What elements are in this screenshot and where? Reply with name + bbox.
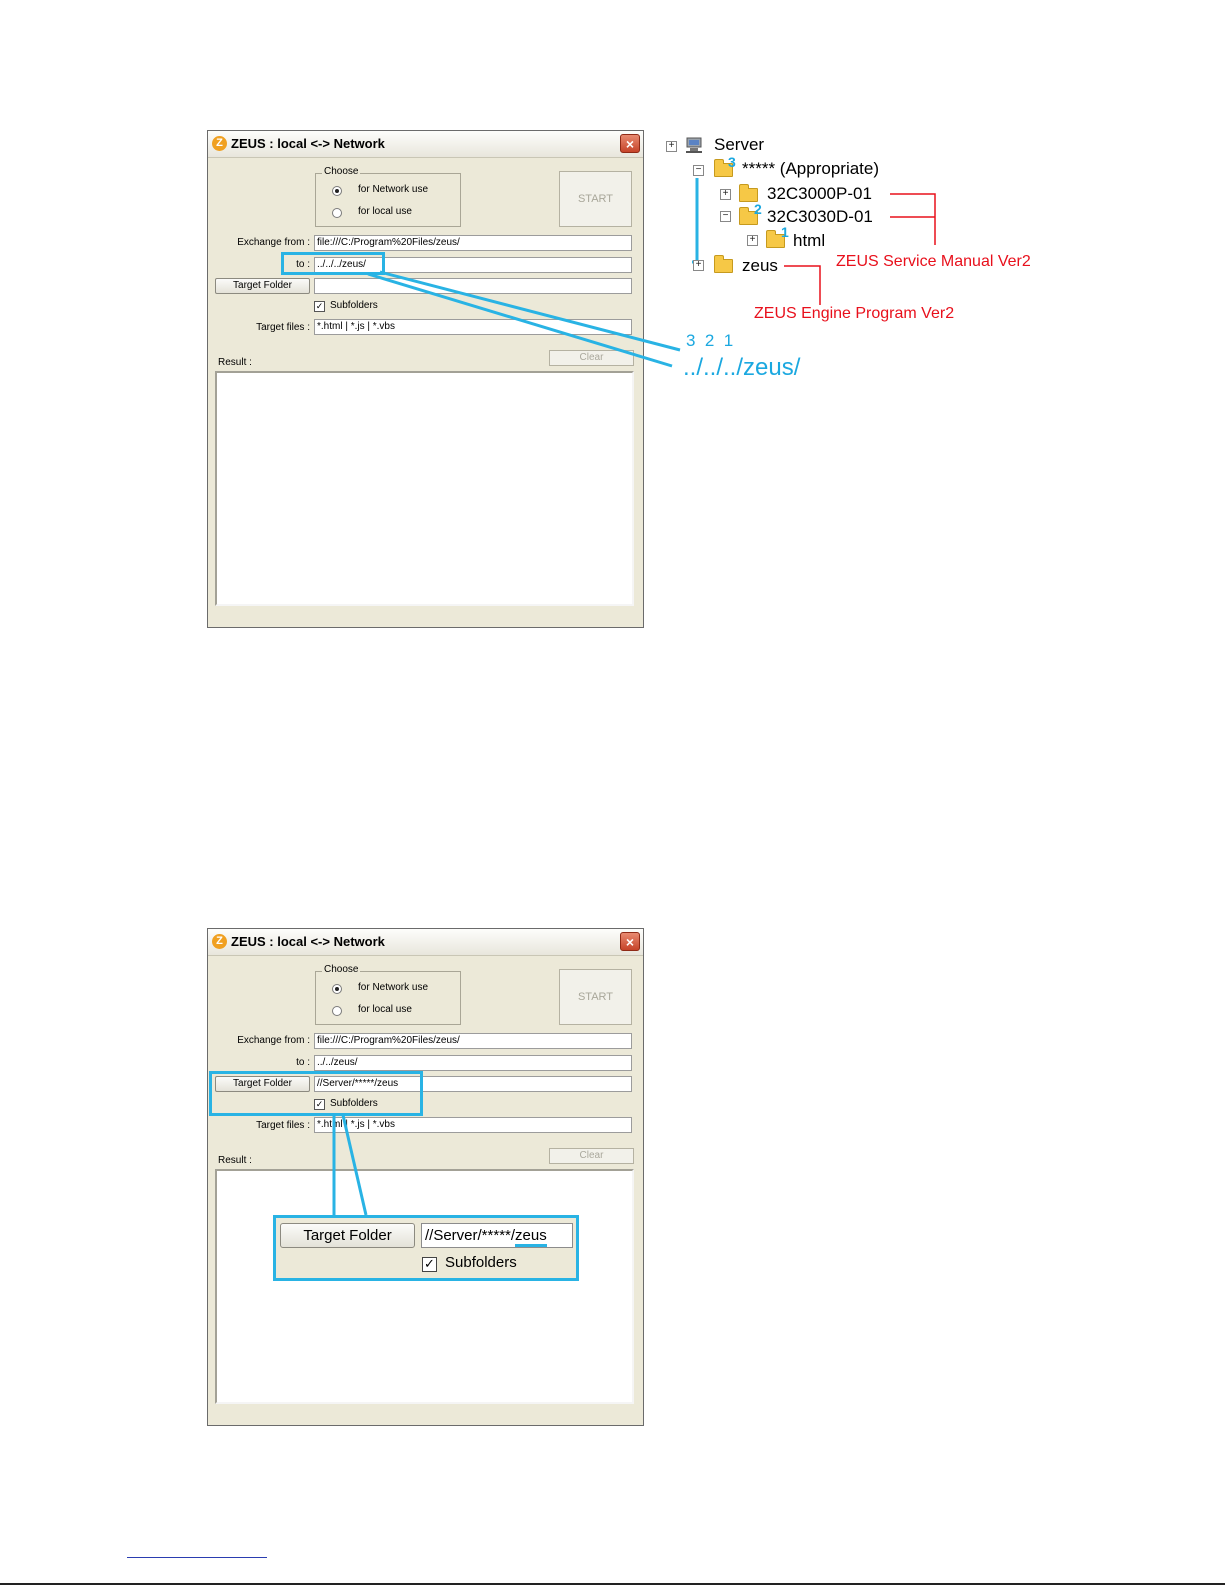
close-button[interactable]: × [620,134,640,153]
zoom-target-folder-input[interactable]: //Server/*****/zeus [421,1223,573,1248]
expand-32c3000p-icon[interactable]: + [720,189,731,200]
target-files-label: Target files : [256,1120,310,1131]
callout-line-right [341,1114,368,1216]
to-input[interactable]: ../../../zeus/ [314,257,632,273]
expand-zeus-icon[interactable]: + [693,260,704,271]
target-files-input[interactable]: *.html | *.js | *.vbs [314,1117,632,1133]
start-button[interactable]: START [559,171,632,227]
service-manual-annotation: ZEUS Service Manual Ver2 [836,253,1031,270]
exchange-from-label: Exchange from : [237,237,310,248]
to-input[interactable]: ../../zeus/ [314,1055,632,1071]
target-folder-highlight [209,1071,423,1116]
folder-tree: + Server − 3 ***** (Appropriate) + 32C30… [662,134,1082,394]
callout-line-lower [367,272,673,368]
exchange-from-label: Exchange from : [237,1035,310,1046]
folder-open-icon [739,207,758,225]
folder-icon [714,255,733,273]
folder-icon [739,184,758,202]
callout-lines-2 [332,1114,368,1216]
local-use-radio[interactable] [332,208,342,218]
tree-32c3000p-01[interactable]: 32C3000P-01 [767,184,872,203]
target-folder-button[interactable]: Target Folder [215,278,310,294]
choose-group: Choose for Network use for local use [315,964,461,1025]
target-folder-button[interactable]: Target Folder [215,1076,310,1092]
clear-button[interactable]: Clear [549,1148,634,1164]
server-icon [684,136,706,153]
level-number-2: 2 [754,201,762,217]
choose-label: Choose [322,964,361,975]
tree-appropriate[interactable]: ***** (Appropriate) [742,159,880,178]
window-title: ZEUS : local <-> Network [231,136,385,151]
subfolders-checkbox[interactable]: ✓ [314,1099,325,1110]
tree-server[interactable]: Server [714,135,765,154]
subfolders-label: Subfolders [330,300,378,311]
engine-program-annotation: ZEUS Engine Program Ver2 [754,305,955,322]
result-label: Result : [218,1155,252,1166]
to-label: to : [296,259,310,270]
callout-lines-1 [367,178,936,368]
start-button[interactable]: START [559,969,632,1025]
exchange-from-input[interactable]: file:///C:/Program%20Files/zeus/ [314,1033,632,1049]
level-numbers-annotation: 3 2 1 [686,331,734,350]
page-bottom-rule [0,1583,1225,1585]
subfolders-label: Subfolders [330,1098,378,1109]
zeus-app-icon: Z [212,934,227,949]
network-use-radio[interactable] [332,984,342,994]
to-field-highlight [281,252,385,275]
footnote-rule [127,1557,267,1558]
choose-group: Choose for Network use for local use [315,166,461,227]
folder-open-icon [766,230,785,248]
zoom-path-prefix: //Server/*****/ [425,1227,516,1244]
title-bar[interactable]: Z ZEUS : local <-> Network × [208,131,643,158]
level-number-1: 1 [781,224,789,240]
zoom-path-zeus: zeus [515,1227,547,1247]
target-files-label: Target files : [256,322,310,333]
callout-line-upper [379,270,681,352]
folder-open-icon [714,159,733,177]
manual-bracket [890,193,936,245]
result-textarea[interactable] [215,1169,634,1404]
window-title: ZEUS : local <-> Network [231,934,385,949]
zoom-subfolders-checkbox[interactable]: ✓ [422,1257,437,1272]
exchange-from-input[interactable]: file:///C:/Program%20Files/zeus/ [314,235,632,251]
to-label: to : [296,1057,310,1068]
zoom-detail-box: Target Folder //Server/*****/zeus ✓ Subf… [273,1215,579,1281]
collapse-32c3030d-icon[interactable]: − [720,211,731,222]
level-number-3: 3 [728,154,736,170]
zoom-target-folder-button[interactable]: Target Folder [280,1223,415,1248]
result-textarea[interactable] [215,371,634,606]
close-button[interactable]: × [620,932,640,951]
network-use-label: for Network use [358,982,429,993]
title-bar[interactable]: Z ZEUS : local <-> Network × [208,929,643,956]
collapse-appropriate-icon[interactable]: − [693,165,704,176]
network-use-radio[interactable] [332,186,342,196]
tree-32c3030d-01[interactable]: 32C3030D-01 [767,207,873,226]
network-use-label: for Network use [358,184,429,195]
zeus-window-2: Z ZEUS : local <-> Network × Choose for … [207,928,644,1426]
clear-button[interactable]: Clear [549,350,634,366]
path-example-annotation: ../../../zeus/ [683,354,801,381]
tree-html[interactable]: html [793,231,826,250]
zoom-subfolders-label: Subfolders [445,1254,517,1271]
local-use-label: for local use [358,206,412,217]
zeus-window-1: Z ZEUS : local <-> Network × Choose for … [207,130,644,628]
expand-server-icon[interactable]: + [666,141,677,152]
target-folder-input[interactable]: //Server/*****/zeus [314,1076,632,1092]
zeus-app-icon: Z [212,136,227,151]
tree-zeus[interactable]: zeus [742,256,778,275]
expand-html-icon[interactable]: + [747,235,758,246]
local-use-radio[interactable] [332,1006,342,1016]
result-label: Result : [218,357,252,368]
engine-bracket [784,265,821,305]
local-use-label: for local use [358,1004,412,1015]
subfolders-checkbox[interactable]: ✓ [314,301,325,312]
choose-label: Choose [322,166,361,177]
